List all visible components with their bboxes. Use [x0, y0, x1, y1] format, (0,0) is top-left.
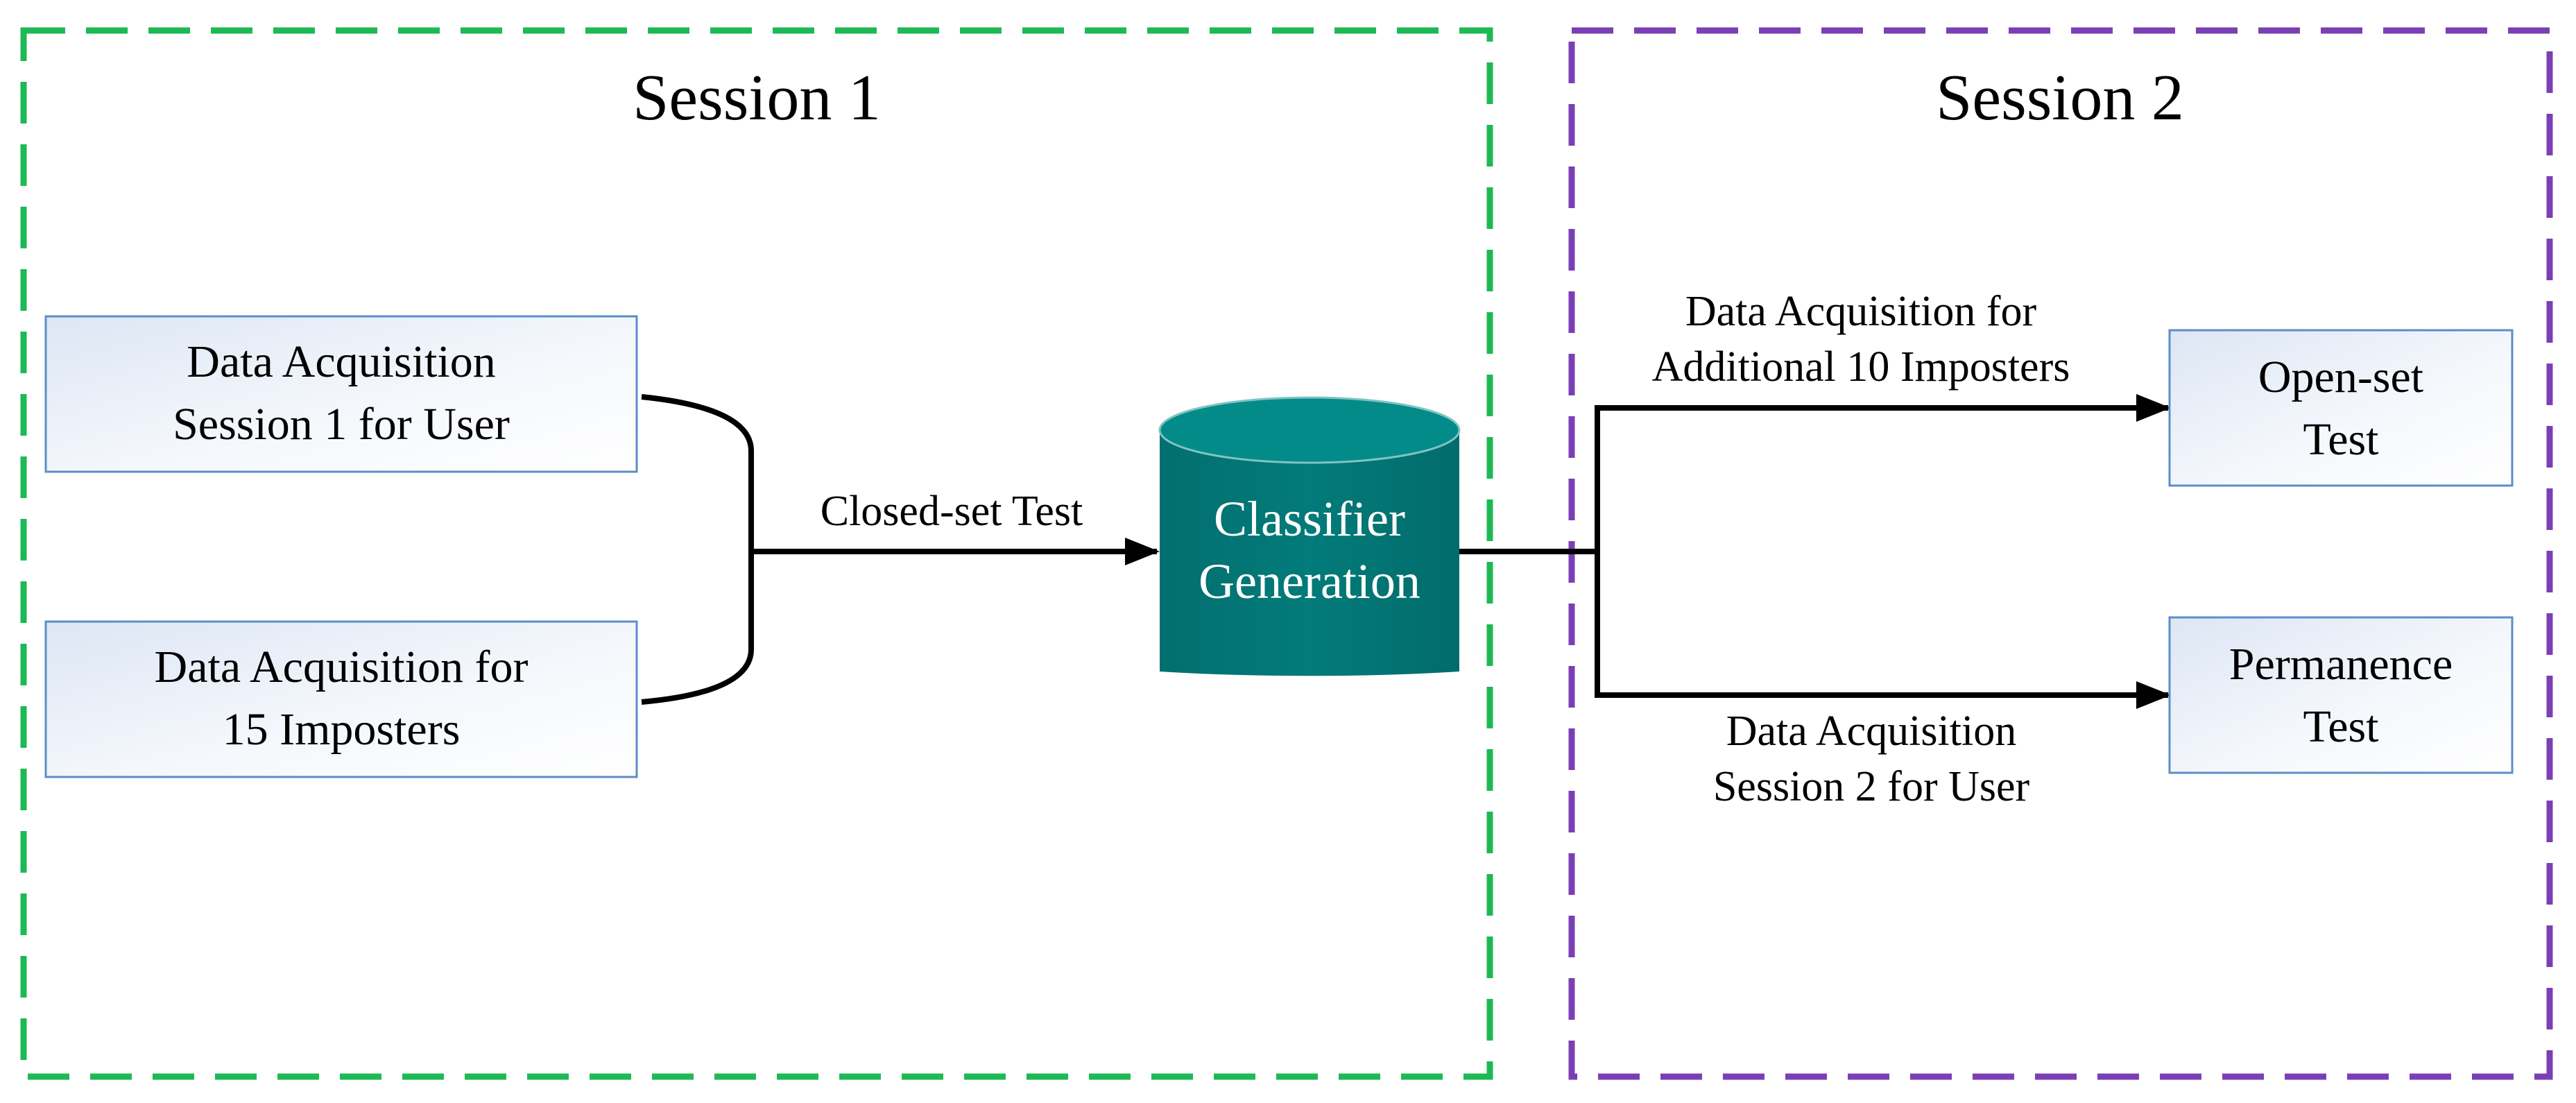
merge-bracket	[641, 394, 754, 705]
box-line-1: Data Acquisition for	[155, 642, 529, 692]
box-line-1: Open-set	[2258, 352, 2423, 402]
box-line-1: Data Acquisition	[187, 336, 495, 387]
session-1-frame	[20, 27, 1493, 1080]
session-2-frame	[1568, 27, 2553, 1080]
user-session-2-label-line-2: Session 2 for User	[1713, 763, 2030, 810]
data-acquisition-15-imposters-box: Data Acquisition for 15 Imposters	[44, 620, 638, 778]
user-session-2-label-line-1: Data Acquisition	[1726, 708, 2016, 755]
permanence-test-box: Permanence Test	[2168, 616, 2514, 774]
box-line-2: 15 Imposters	[223, 704, 461, 755]
closed-set-label: Closed-set Test	[821, 488, 1083, 535]
data-acquisition-user-session-1-box: Data Acquisition Session 1 for User	[44, 315, 638, 473]
classifier-generation-cylinder: Classifier Generation	[1158, 396, 1461, 676]
additional-imposters-label-line-2: Additional 10 Imposters	[1652, 343, 2070, 391]
session-1-title: Session 1	[633, 62, 881, 134]
session-2-title: Session 2	[1936, 62, 2184, 134]
classifier-line-2: Generation	[1199, 554, 1420, 609]
box-line-2: Test	[2303, 414, 2378, 465]
box-line-1: Permanence	[2229, 639, 2453, 690]
classifier-line-1: Classifier	[1214, 491, 1405, 547]
box-line-2: Session 1 for User	[173, 399, 510, 450]
open-set-test-box: Open-set Test	[2168, 329, 2514, 487]
additional-imposters-label-line-1: Data Acquisition for	[1685, 288, 2037, 335]
box-line-2: Test	[2303, 701, 2378, 752]
